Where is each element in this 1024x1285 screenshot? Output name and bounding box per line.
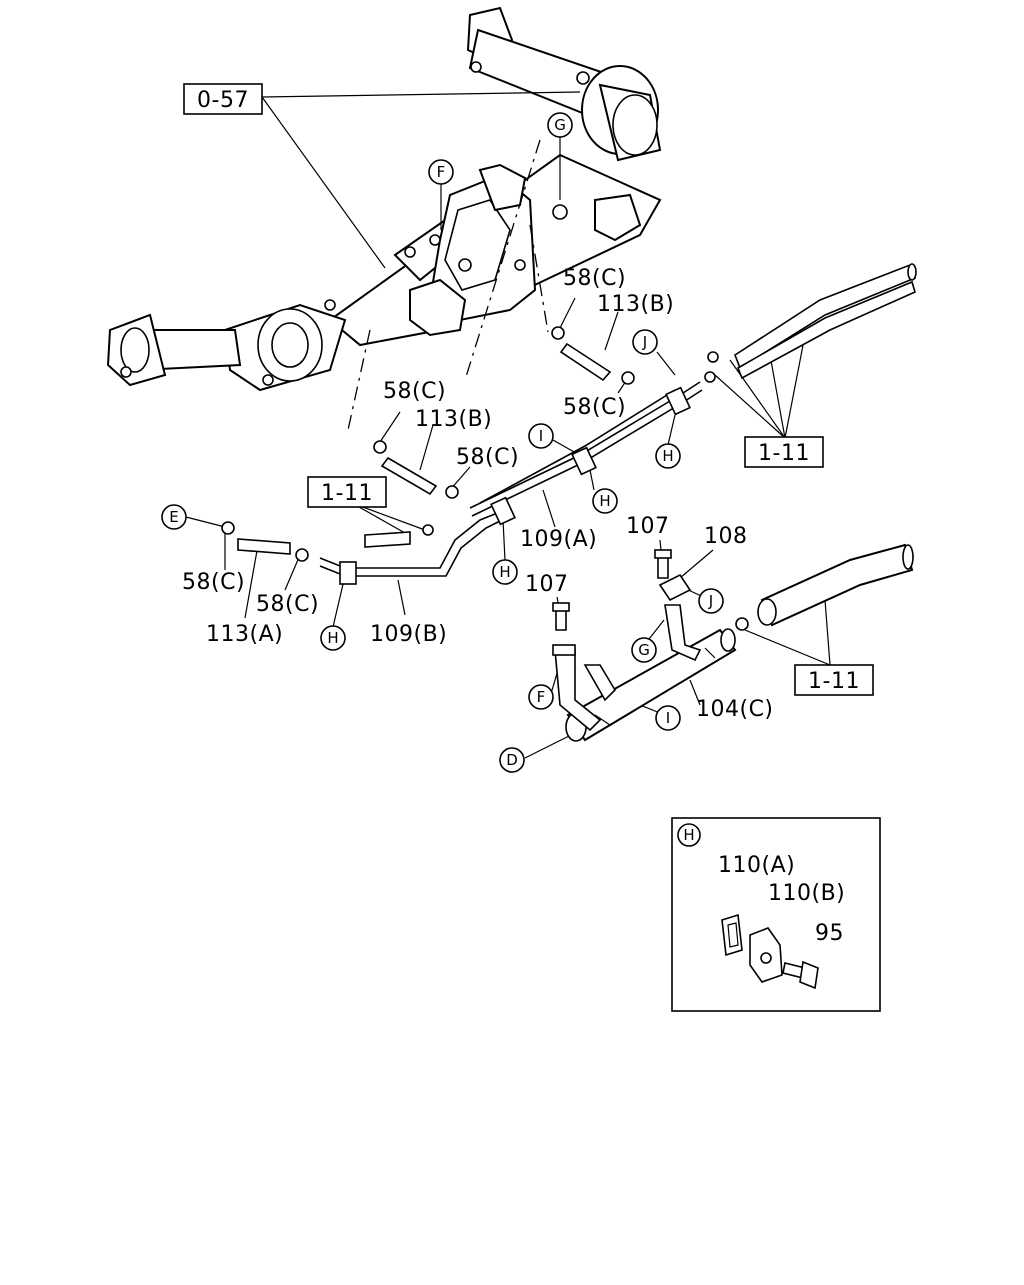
marker-f: F [528,684,554,710]
svg-text:D: D [506,751,518,769]
marker-h: H [320,625,346,651]
marker-h: H [592,488,618,514]
svg-text:J: J [708,592,713,610]
svg-text:1-11: 1-11 [808,669,860,694]
pipes-109 [319,381,703,585]
callout-58c: 58(C) [563,395,626,420]
svg-text:E: E [169,508,178,526]
lower-right-hose [757,543,914,627]
detail-label-110a: 110(A) [718,853,795,878]
hose-clamps [221,326,749,631]
svg-text:0-57: 0-57 [197,88,249,113]
svg-text:1-11: 1-11 [758,441,810,466]
upper-right-hose [734,263,917,380]
svg-text:F: F [537,688,546,706]
detail-label-95: 95 [815,921,844,946]
brackets [552,549,702,732]
svg-text:J: J [642,333,647,351]
callout-58c: 58(C) [256,592,319,617]
callout-58c: 58(C) [456,445,519,470]
ref-box-1-11-right: 1-11 [744,436,824,468]
callout-113b: 113(B) [597,292,674,317]
marker-i: I [655,705,681,731]
svg-text:H: H [327,629,338,647]
hoses [237,342,612,555]
detail-h-marker: H [677,823,701,847]
exhaust-manifold-assembly [106,6,662,392]
svg-text:G: G [554,116,566,134]
marker-d: D [499,747,525,773]
marker-g: G [547,112,573,138]
hose-113a [237,538,291,555]
detail-h-box: H 110(A) 110(B) 95 [671,817,881,1012]
svg-text:H: H [662,447,673,465]
ref-box-0-57: 0-57 [183,83,263,115]
callout-58c: 58(C) [182,570,245,595]
marker-h: H [492,559,518,585]
svg-text:I: I [539,427,543,445]
marker-f: F [428,159,454,185]
svg-text:G: G [638,641,650,659]
marker-j: J [632,329,658,355]
ref-box-1-11-lower: 1-11 [794,664,874,696]
ref-box-1-11-left: 1-11 [307,476,387,508]
callout-104c: 104(C) [696,697,774,722]
marker-j: J [698,588,724,614]
marker-h: H [655,443,681,469]
callout-109a: 109(A) [520,527,597,552]
hose-113b-lower [380,456,438,496]
callout-labels: 58(C) 113(B) 58(C) 58(C) 113(B) 58(C) 10… [182,266,774,722]
hose-113b-upper [559,342,612,382]
svg-text:H: H [499,563,510,581]
callout-107: 107 [626,514,670,539]
callout-107: 107 [525,572,569,597]
callout-108: 108 [704,524,748,549]
callout-113b: 113(B) [415,407,492,432]
callout-109b: 109(B) [370,622,447,647]
marker-i: I [528,423,554,449]
callout-58c: 58(C) [383,379,446,404]
svg-text:1-11: 1-11 [321,481,373,506]
callout-58c: 58(C) [563,266,626,291]
svg-text:H: H [683,826,694,844]
hose-1-11-left [364,531,411,548]
detail-label-110b: 110(B) [768,881,845,906]
svg-text:I: I [666,709,670,727]
marker-e: E [161,504,187,530]
marker-g: G [631,637,657,663]
callout-113a: 113(A) [206,622,283,647]
svg-text:F: F [437,163,446,181]
circle-markers: G F J H I H E H H J G F I D [161,112,724,773]
svg-text:H: H [599,492,610,510]
